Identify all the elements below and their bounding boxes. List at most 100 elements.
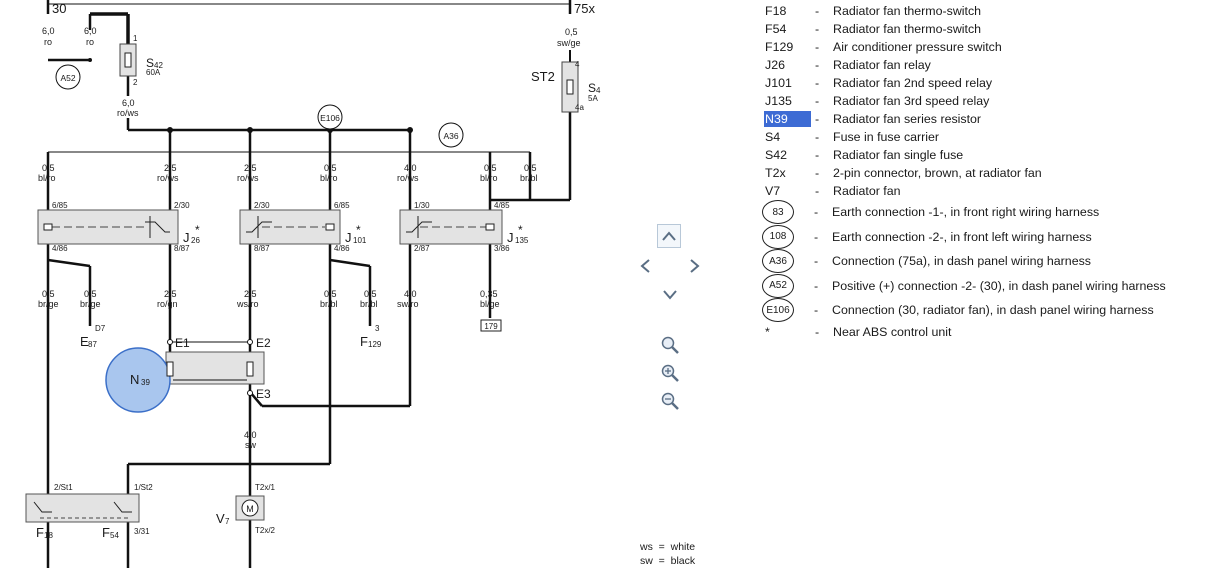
legend-separator: -	[815, 112, 820, 126]
component-e87: D7 E 87	[80, 324, 106, 349]
diagram-label: bl/ro	[320, 173, 338, 183]
diagram-label: 4,0	[404, 163, 417, 173]
legend-description: Earth connection -1-, in front right wir…	[832, 205, 1100, 220]
legend-separator: -	[815, 94, 820, 108]
branch-wire-labels: 0,5 bl/ro 2,5 ro/ws 2,5 ro/ws 0,5 bl/ro …	[38, 163, 538, 183]
legend-code[interactable]: F129	[765, 40, 794, 54]
diagram-label: M	[246, 504, 254, 514]
zoom-fit-button[interactable]	[658, 333, 682, 357]
legend-row[interactable]: *-Near ABS control unit	[764, 323, 1204, 341]
thermo-switch-f18-f54: 2/St1 1/St2 3/31 F 18 F 54	[25, 483, 153, 540]
relay-j135: 1/30 4/85 2/87 3/86 J 135 *	[399, 201, 529, 253]
legend-row[interactable]: T2x-2-pin connector, brown, at radiator …	[764, 164, 1204, 182]
legend-description: Earth connection -2-, in front left wiri…	[832, 229, 1092, 244]
diagram-label: 0,5	[524, 163, 537, 173]
legend-row[interactable]: 108-Earth connection -2-, in front left …	[762, 224, 1204, 250]
zoom-out-button[interactable]	[658, 389, 682, 413]
legend-row[interactable]: A36-Connection (75a), in dash panel wiri…	[762, 249, 1204, 274]
legend-row[interactable]: S42-Radiator fan single fuse	[764, 146, 1204, 164]
diagram-label: 179	[484, 322, 498, 331]
wire-size: 0,5	[565, 27, 578, 37]
legend-code[interactable]: F18	[765, 4, 787, 18]
diagram-label: 60A	[146, 68, 161, 77]
diagram-label: 5A	[588, 94, 598, 103]
connector-179: 179	[480, 319, 502, 332]
legend-code[interactable]: J135	[765, 94, 792, 108]
diagram-label: *	[518, 223, 523, 237]
diagram-label: 6/85	[334, 201, 350, 210]
magnifier-icon	[661, 336, 679, 354]
fuse-s42: 1 2 S 42 60A	[119, 34, 163, 87]
legend-separator: -	[814, 303, 819, 318]
diagram-label: 18	[44, 531, 53, 540]
diagram-label: 4a	[575, 103, 584, 112]
legend-row[interactable]: F54-Radiator fan thermo-switch	[764, 20, 1204, 38]
connector-circle-icon: 108	[762, 224, 794, 249]
legend-description: Radiator fan	[833, 184, 901, 198]
diagram-label: A36	[443, 131, 458, 141]
legend-description: Radiator fan relay	[833, 58, 931, 72]
connector-circle-icon: A52	[762, 273, 794, 298]
diagram-label: 26	[191, 236, 200, 245]
pan-left-button[interactable]	[633, 254, 657, 278]
legend-row[interactable]: 83-Earth connection -1-, in front right …	[762, 200, 1204, 225]
legend-row[interactable]: V7-Radiator fan	[764, 182, 1204, 200]
legend-code[interactable]: S42	[765, 148, 788, 162]
legend-code[interactable]: T2x	[765, 166, 786, 180]
diagram-label: 4/86	[52, 244, 68, 253]
legend-code[interactable]: J101	[765, 76, 792, 90]
legend-code[interactable]: F54	[765, 22, 787, 36]
legend-description: Near ABS control unit	[833, 324, 952, 339]
legend-description: Radiator fan 2nd speed relay	[833, 76, 993, 90]
diagram-label: 7	[225, 517, 230, 526]
legend-code: E106	[762, 298, 810, 323]
color-key-row: ws = white	[640, 541, 696, 553]
wire-color: sw/ge	[557, 38, 581, 48]
diagram-label: ro/ws	[237, 173, 259, 183]
legend-code[interactable]: *	[765, 324, 770, 339]
legend-row[interactable]: E106-Connection (30, radiator fan), in d…	[762, 298, 1204, 323]
legend-row[interactable]: J101-Radiator fan 2nd speed relay	[764, 74, 1204, 92]
legend-row[interactable]: A52-Positive (+) connection -2- (30), in…	[762, 273, 1204, 299]
diagram-label: 4,0	[244, 430, 257, 440]
diagram-label: *	[195, 223, 200, 237]
legend-separator: -	[815, 40, 820, 54]
pan-right-button[interactable]	[683, 254, 707, 278]
relay-j26: 6/85 2/30 4/86 8/87 J 26 *	[37, 201, 200, 253]
diagram-label: F	[102, 525, 110, 540]
legend-row[interactable]: F18-Radiator fan thermo-switch	[764, 2, 1204, 20]
legend-row[interactable]: J135-Radiator fan 3rd speed relay	[764, 92, 1204, 110]
legend-code[interactable]: V7	[765, 184, 781, 198]
legend-row[interactable]: F129-Air conditioner pressure switch	[764, 38, 1204, 56]
legend-code: 108	[762, 224, 810, 249]
diagram-label: 3/86	[494, 244, 510, 253]
pan-down-button[interactable]	[658, 282, 682, 306]
diagram-label: 0,5	[484, 163, 497, 173]
diagram-label: 0,35	[480, 289, 498, 299]
diagram-label: 8/87	[254, 244, 270, 253]
diagram-label: ro/gn	[157, 299, 178, 309]
legend-separator: -	[814, 254, 819, 269]
diagram-label: br/bl	[520, 173, 538, 183]
legend-row[interactable]: S4-Fuse in fuse carrier	[764, 128, 1204, 146]
chevron-right-icon	[690, 259, 700, 273]
pan-up-button[interactable]	[657, 224, 681, 248]
diagram-label: ws/ro	[236, 299, 259, 309]
lower-wire-labels: 0,5 br/ge 0,5 br/ge 2,5 ro/gn 2,5 ws/ro …	[38, 289, 500, 450]
diagram-label: 6/85	[52, 201, 68, 210]
diagram-label: E3	[256, 387, 271, 401]
zoom-in-button[interactable]	[658, 361, 682, 385]
wiring-diagram: 30 75x 6,0 ro 6,0 ro 6,0 ro/ws 0,5 sw/ge…	[25, 0, 601, 568]
legend-row[interactable]: N39-Radiator fan series resistor	[764, 110, 1204, 128]
diagram-label: 4/86	[334, 244, 350, 253]
legend-code[interactable]: J26	[765, 58, 785, 72]
legend-code[interactable]: S4	[765, 130, 781, 144]
diagram-label: br/bl	[320, 299, 338, 309]
diagram-label: ro/ws	[397, 173, 419, 183]
diagram-label: 1/30	[414, 201, 430, 210]
diagram-label: T2x/1	[255, 483, 276, 492]
legend-row[interactable]: J26-Radiator fan relay	[764, 56, 1204, 74]
diagram-label: E1	[175, 336, 190, 350]
diagram-label: S	[588, 81, 596, 95]
legend-code[interactable]: N39	[764, 111, 811, 127]
